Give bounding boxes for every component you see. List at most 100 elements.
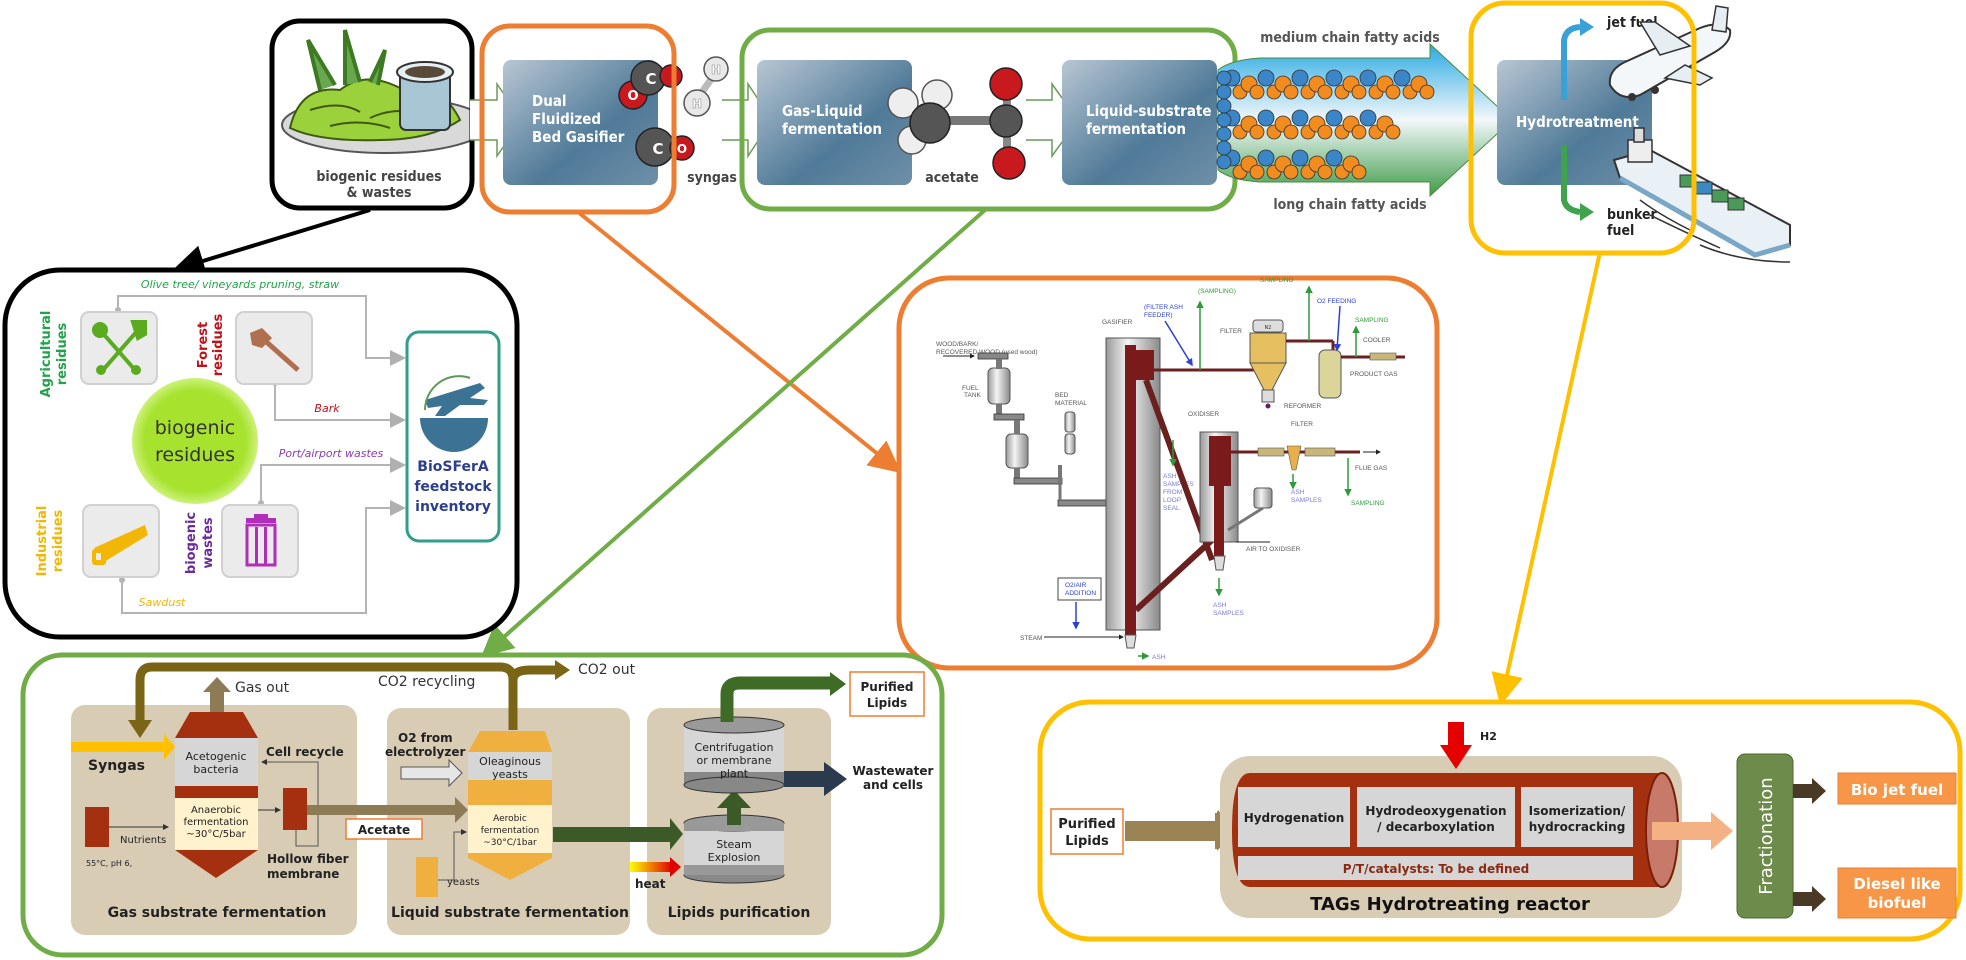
hollow-fiber-label-1: Hollow fiber bbox=[267, 852, 349, 866]
aerobic-label-3: ~30°C/1bar bbox=[483, 838, 537, 848]
gasifier-label-1: Dual bbox=[532, 92, 567, 110]
reactor-title: TAGs Hydrotreating reactor bbox=[1310, 894, 1590, 915]
atom-o: O bbox=[677, 142, 687, 156]
port-flow-label: Port/airport wastes bbox=[279, 447, 384, 460]
liquid-substrate-box bbox=[1062, 60, 1217, 185]
gasifier-label-3: Bed Gasifier bbox=[532, 128, 625, 146]
forest-label-2: residues bbox=[211, 313, 226, 376]
oxidiser-column bbox=[1169, 431, 1381, 597]
acetate-label: acetate bbox=[925, 170, 979, 186]
gas-liquid-label-1: Gas-Liquid bbox=[782, 102, 863, 120]
ash-samples-label-2: SAMPLES bbox=[1291, 497, 1322, 504]
hollow-fiber-label-2: membrane bbox=[267, 867, 339, 881]
industrial-label-2: residues bbox=[51, 509, 66, 572]
agricultural-tile bbox=[80, 311, 158, 385]
fatty-acid-atom bbox=[1317, 84, 1333, 100]
connector-arrows bbox=[172, 208, 1602, 706]
fatty-acid-chains bbox=[1216, 69, 1435, 180]
co-molecule-icon: C O bbox=[635, 127, 695, 167]
ash-samples-label-1: ASH bbox=[1213, 602, 1227, 609]
agricultural-label-1: Agricultural bbox=[39, 311, 54, 398]
gasifier-panel-frame bbox=[896, 275, 1440, 671]
inventory-label-1: BioSFerA bbox=[417, 459, 489, 475]
hydrotreatment-box bbox=[1497, 60, 1652, 185]
o2-air-label-2: ADDITION bbox=[1065, 590, 1096, 597]
o2-air-label-1: O2/AIR bbox=[1065, 582, 1087, 589]
oleaginous-label-2: yeasts bbox=[492, 768, 528, 781]
fatty-acid-atom bbox=[1359, 69, 1377, 87]
heat-label: heat bbox=[635, 877, 666, 891]
hydrotreating-panel: Purified Lipids H2 Hydrogenation Hydrode… bbox=[1037, 699, 1963, 942]
product-gas-label: PRODUCT GAS bbox=[1350, 371, 1398, 378]
n2-label: N2 bbox=[1265, 325, 1272, 331]
aerobic-label-2: fermentation bbox=[481, 826, 540, 836]
purified-lipids-label-1: Purified bbox=[861, 680, 914, 694]
fatty-acid-atom bbox=[1351, 124, 1367, 140]
o2-electrolyzer-label-1: O2 from bbox=[398, 731, 453, 745]
nutrients-label: Nutrients bbox=[120, 835, 166, 846]
fermentation-panel: CO2 recycling CO2 out Gas out Syngas Ace… bbox=[20, 652, 945, 958]
ash-loop-label-5: SEAL bbox=[1163, 505, 1180, 512]
o2-feeding-label: O2 FEEDING bbox=[1317, 298, 1356, 305]
fatty-acid-atom bbox=[1317, 164, 1333, 180]
fatty-acid-atom bbox=[1249, 124, 1265, 140]
waste-label-2: wastes bbox=[201, 517, 216, 569]
purified-lipids-label-1: Purified bbox=[1058, 817, 1115, 832]
product-diesel-2: biofuel bbox=[1868, 894, 1927, 912]
bark-flow-label: Bark bbox=[314, 402, 340, 415]
fatty-acid-atom bbox=[1351, 84, 1367, 100]
filter-ash-label-1: (FILTER ASH bbox=[1144, 304, 1183, 311]
fatty-acid-atom bbox=[1325, 69, 1343, 87]
step-iso-2: hydrocracking bbox=[1529, 820, 1626, 834]
feedstock-connector bbox=[172, 208, 371, 277]
flue-gas-label: FLUE GAS bbox=[1355, 465, 1388, 472]
olive-flow-label: Olive tree/ vineyards pruning, straw bbox=[141, 278, 339, 291]
syngas-label: Syngas bbox=[88, 758, 145, 774]
fatty-acid-atom bbox=[1249, 164, 1265, 180]
syngas-label: syngas bbox=[687, 170, 737, 186]
industrial-tile bbox=[82, 504, 160, 578]
fatty-acid-atom bbox=[1291, 149, 1309, 167]
forest-label-1: Forest bbox=[196, 322, 211, 368]
fatty-acid-atom bbox=[1216, 112, 1232, 128]
air-oxidiser-label: AIR TO OXIDISER bbox=[1246, 546, 1301, 553]
sampling-label: SAMPLING bbox=[1355, 317, 1389, 324]
ash-loop-label-4: LOOP bbox=[1163, 497, 1181, 504]
gasifier-label: GASIFIER bbox=[1102, 319, 1133, 326]
aerobic-label-1: Aerobic bbox=[493, 814, 527, 824]
centrifugation-label-3: plant bbox=[720, 767, 749, 780]
lipids-purification-title: Lipids purification bbox=[668, 905, 811, 921]
gasifier-connector bbox=[576, 210, 902, 474]
steam-explosion-label-2: Explosion bbox=[708, 851, 761, 864]
hydrotreatment-frame bbox=[1468, 0, 1697, 256]
ash-loop-label-2: SAMPLES bbox=[1163, 481, 1194, 488]
fatty-acid-atom bbox=[1283, 124, 1299, 140]
industrial-label-1: Industrial bbox=[35, 506, 50, 577]
inventory-label-3: inventory bbox=[415, 499, 491, 515]
atom-h: H bbox=[711, 63, 721, 77]
biogenic-residues-circle bbox=[132, 378, 258, 504]
atom-h: H bbox=[692, 97, 702, 111]
atom-o: O bbox=[627, 89, 638, 104]
fatty-acid-atom bbox=[1419, 84, 1435, 100]
o2-electrolyzer-label-2: electrolyzer bbox=[385, 745, 465, 759]
conditions-label: 55°C, pH 6, bbox=[86, 859, 132, 868]
biosfera-logo-icon bbox=[420, 375, 488, 452]
product-bio-jet-fuel: Bio jet fuel bbox=[1851, 781, 1943, 799]
filter-label: FILTER bbox=[1220, 328, 1242, 335]
fatty-acid-atom bbox=[1283, 164, 1299, 180]
anaerobic-label-1: Anaerobic bbox=[191, 805, 241, 816]
gas-out-label: Gas out bbox=[235, 680, 290, 696]
steam-explosion-label-1: Steam bbox=[716, 838, 752, 851]
center-label-2: residues bbox=[155, 444, 235, 466]
bed-material-label-1: BED bbox=[1055, 392, 1069, 399]
inventory-label-2: feedstock bbox=[414, 479, 492, 495]
trash-bin-icon bbox=[245, 514, 277, 567]
cell-recycle-label: Cell recycle bbox=[266, 745, 344, 759]
fatty-acid-atom bbox=[1393, 69, 1411, 87]
forest-tile bbox=[235, 311, 313, 385]
cooler-label: COOLER bbox=[1363, 337, 1391, 344]
yeasts-label: yeasts bbox=[447, 877, 480, 888]
atom-c: C bbox=[652, 140, 663, 158]
